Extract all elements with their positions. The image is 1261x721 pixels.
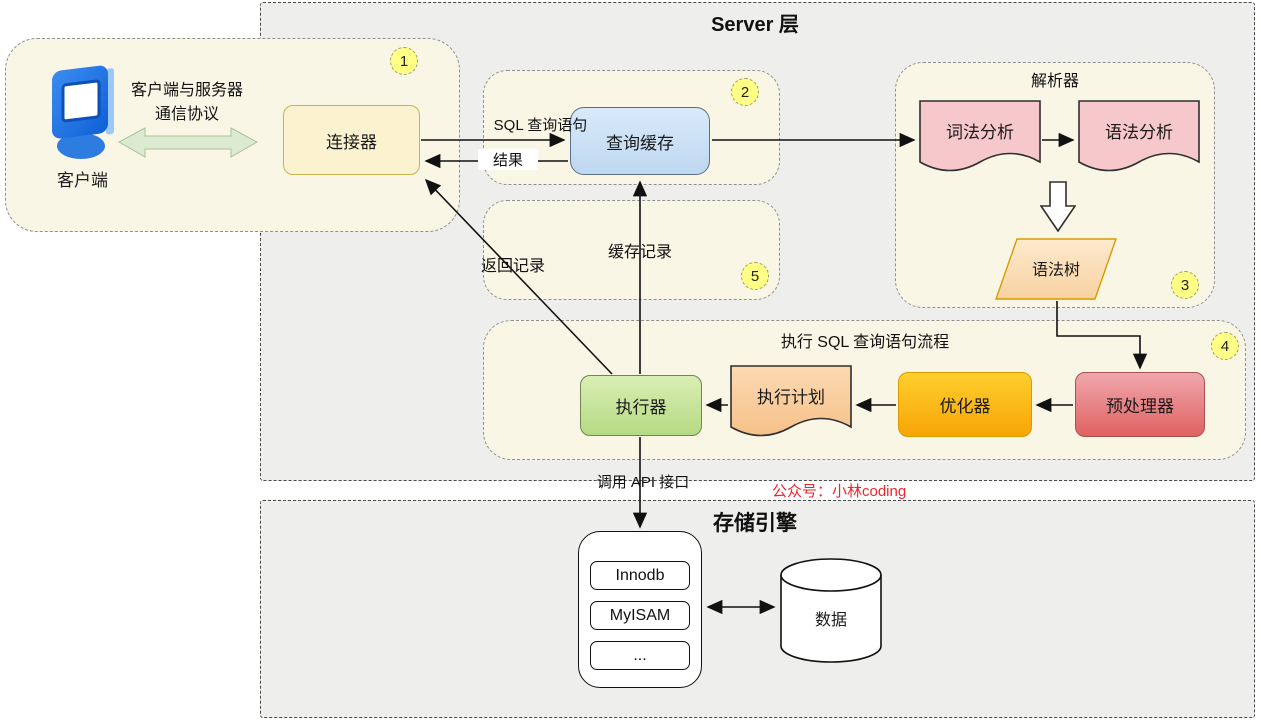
badge-1: 1: [390, 47, 418, 75]
client-monitor-icon: [48, 58, 118, 166]
query-cache-node: 查询缓存: [570, 107, 710, 175]
cache-record-label: 缓存记录: [607, 244, 672, 261]
syntax-analysis-label: 语法分析: [1105, 123, 1173, 142]
storage-layer-title: 存储引擎: [713, 512, 797, 535]
execution-plan-node: 执行计划: [730, 365, 852, 445]
double-arrow-icon: [118, 126, 258, 159]
lexical-analysis-label: 词法分析: [946, 123, 1014, 142]
optimizer-node: 优化器: [898, 372, 1032, 437]
return-record-label: 返回记录: [480, 258, 545, 275]
protocol-line2: 通信协议: [154, 106, 219, 123]
badge-4: 4: [1211, 332, 1239, 360]
preprocessor-node: 预处理器: [1075, 372, 1205, 437]
syntax-tree-label: 语法树: [1031, 262, 1080, 279]
parser-title: 解析器: [1030, 73, 1079, 90]
badge-5: 5: [741, 262, 769, 290]
data-cylinder: 数据: [780, 558, 882, 663]
execution-plan-label: 执行计划: [757, 388, 825, 407]
engine-item-more: ...: [590, 641, 690, 670]
watermark-text: 公众号：小林coding: [772, 483, 907, 500]
execute-group-title: 执行 SQL 查询语句流程: [780, 334, 950, 351]
data-label: 数据: [814, 612, 847, 629]
client-label: 客户端: [57, 170, 108, 190]
syntax-tree-node: 语法树: [995, 238, 1117, 300]
server-layer-title: Server 层: [711, 14, 799, 36]
lexical-analysis-node: 词法分析: [919, 100, 1041, 180]
protocol-label: 客户端与服务器 通信协议: [112, 79, 262, 127]
engine-item-myisam: MyISAM: [590, 601, 690, 630]
call-api-label: 调用 API 接口: [596, 474, 690, 491]
result-label: 结果: [478, 149, 538, 170]
protocol-line1: 客户端与服务器: [130, 82, 243, 99]
executor-node: 执行器: [580, 375, 702, 436]
badge-2: 2: [731, 78, 759, 106]
badge-3: 3: [1171, 271, 1199, 299]
engine-item-innodb: Innodb: [590, 561, 690, 590]
sql-query-label: SQL 查询语句: [493, 117, 588, 134]
down-arrow-icon: [1040, 181, 1076, 232]
syntax-analysis-node: 语法分析: [1078, 100, 1200, 180]
connector-node: 连接器: [283, 105, 420, 175]
